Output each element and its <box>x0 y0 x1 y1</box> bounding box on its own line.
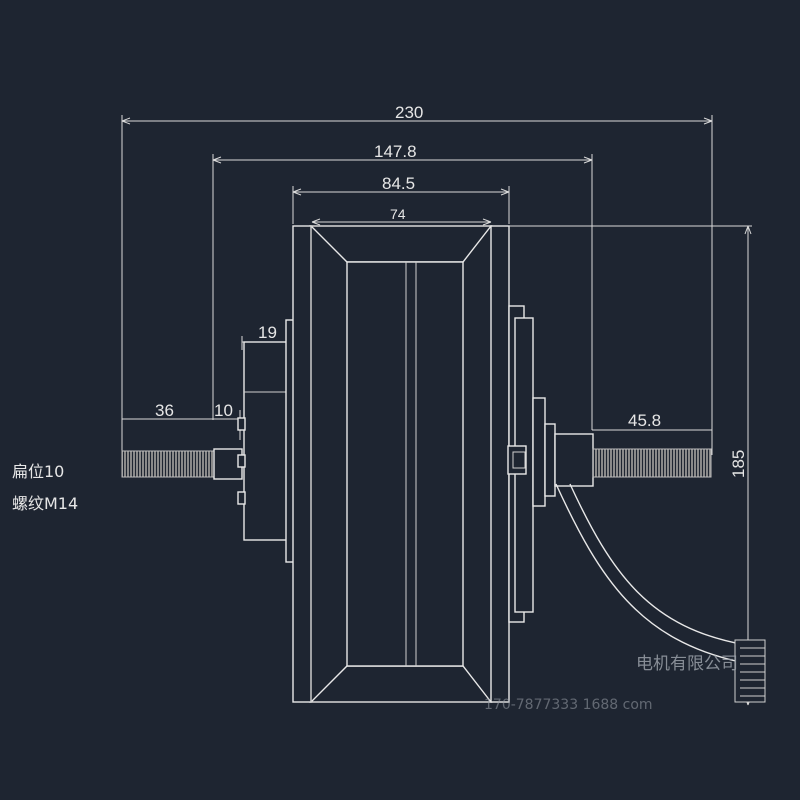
flat-note: 扁位10 <box>12 462 64 481</box>
dimension-labels: 230 147.8 84.5 74 19 36 10 45.8 185 <box>155 103 748 478</box>
watermark: 电机有限公司 170-7877333 1688 com <box>484 654 738 713</box>
motor-cable <box>555 483 766 703</box>
dim-10: 10 <box>214 401 233 420</box>
dim-147-8: 147.8 <box>374 142 417 161</box>
left-axle <box>121 448 243 480</box>
dim-185: 185 <box>729 450 748 478</box>
watermark-phone: 170-7877333 1688 com <box>484 697 653 713</box>
right-end-cap <box>507 305 556 623</box>
thread-note: 螺纹M14 <box>12 494 78 513</box>
left-end-cap <box>237 319 295 563</box>
right-axle <box>554 433 712 487</box>
watermark-company: 电机有限公司 <box>636 654 738 674</box>
dim-74: 74 <box>390 206 406 222</box>
dim-36: 36 <box>155 401 174 420</box>
dim-19: 19 <box>258 323 277 342</box>
dim-230: 230 <box>395 103 423 122</box>
dim-84-5: 84.5 <box>382 174 415 193</box>
axle-notes: 扁位10 螺纹M14 <box>12 462 78 513</box>
dim-45-8: 45.8 <box>628 411 661 430</box>
dimension-lines <box>121 115 752 706</box>
hub-body <box>292 225 510 703</box>
